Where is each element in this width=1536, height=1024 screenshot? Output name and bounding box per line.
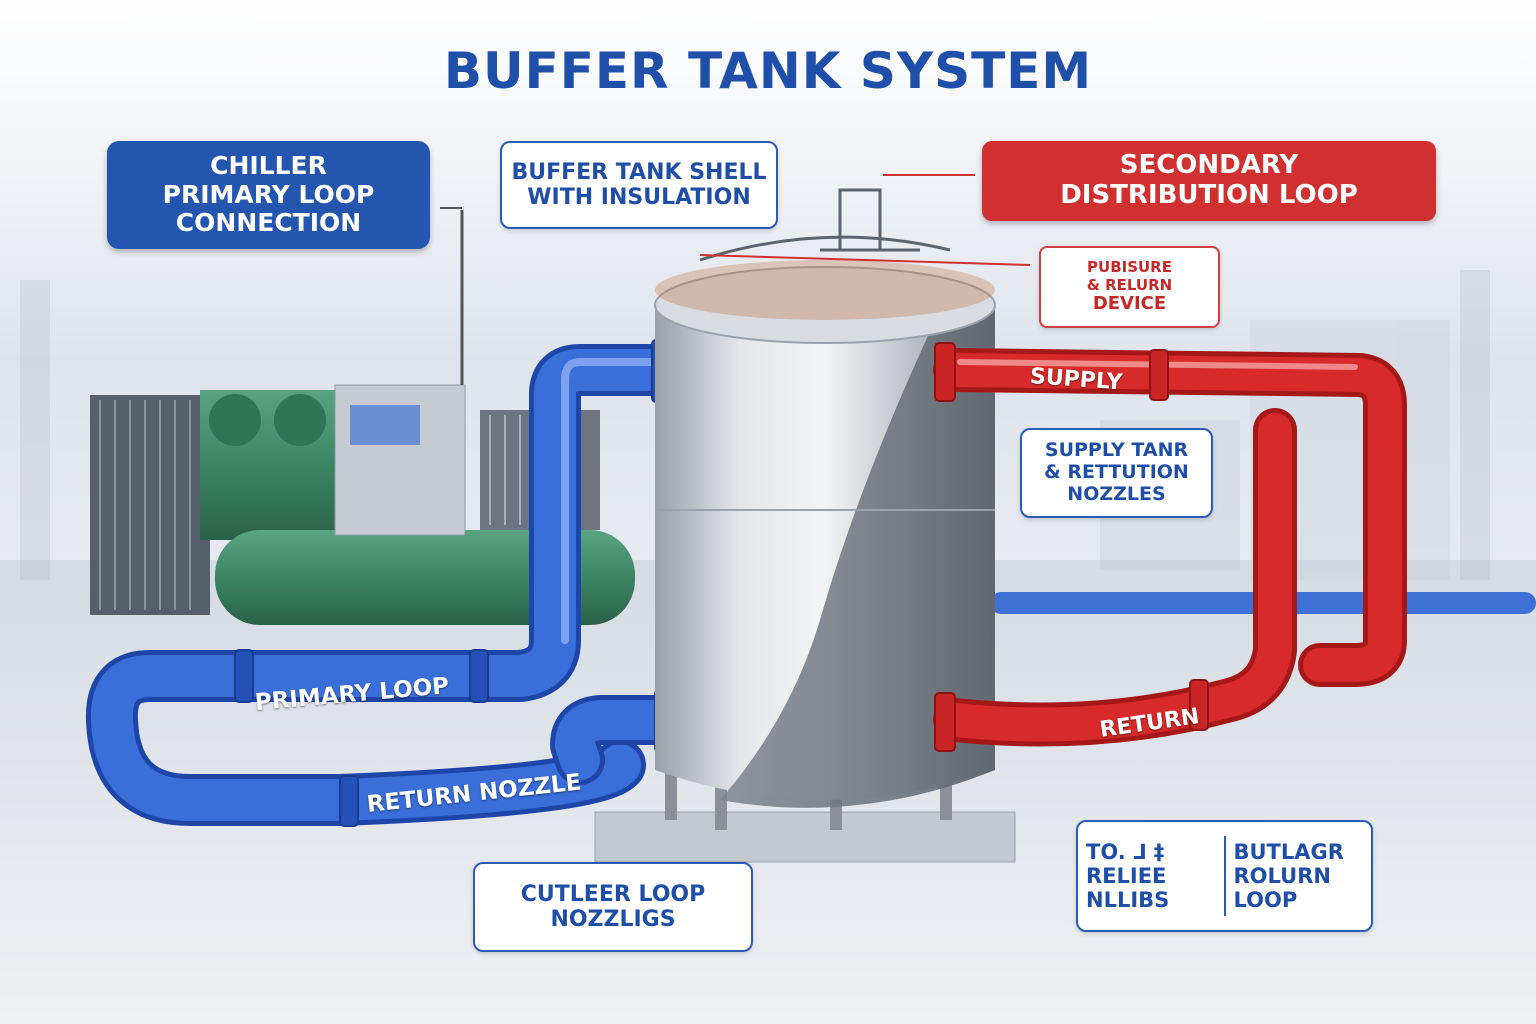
- callout-line: LOOP: [1233, 888, 1298, 913]
- buffer-tank: [594, 188, 1016, 863]
- relief-column: TO. ⅃ ‡ RELIEE NLLIBS: [1078, 822, 1224, 930]
- callout-line: & RELURN: [1086, 275, 1173, 294]
- callout-line: NOZZLES: [1067, 482, 1166, 505]
- chiller-primary-loop-callout: CHILLER PRIMARY LOOP CONNECTION: [107, 141, 430, 249]
- callout-line: WITH INSULATION: [527, 185, 751, 210]
- callout-line: SUPPLY TANR: [1044, 439, 1189, 462]
- page-title: BUFFER TANK SYSTEM: [443, 42, 1093, 100]
- leader-lines: [699, 174, 1031, 266]
- callout-line: NOZZLIGS: [550, 907, 676, 932]
- callout-line: PUBISURE: [1087, 258, 1172, 277]
- callout-line: & RETTUTION: [1044, 461, 1189, 484]
- callout-line: ROLURN: [1233, 863, 1331, 888]
- supply-return-nozzles-callout: SUPPLY TANR & RETTUTION NOZZLES: [1020, 428, 1213, 518]
- secondary-distribution-loop-callout: SECONDARY DISTRIBUTION LOOP: [982, 141, 1436, 221]
- callout-line: CONNECTION: [175, 208, 362, 238]
- buffer-tank-shell-callout: BUFFER TANK SHELL WITH INSULATION: [500, 141, 778, 229]
- callout-line: DISTRIBUTION LOOP: [1060, 180, 1358, 210]
- callout-divider: [1223, 836, 1226, 916]
- callout-line: BUTLAGR: [1233, 839, 1344, 864]
- outlet-loop-nozzles-callout: CUTLEER LOOP NOZZLIGS: [473, 862, 753, 952]
- tank-top-platform: [699, 188, 951, 262]
- callout-line: TO. ⅃ ‡: [1086, 839, 1165, 864]
- callout-line: PRIMARY LOOP: [162, 179, 375, 209]
- callout-line: BUFFER TANK SHELL: [511, 159, 767, 185]
- callout-line: CUTLEER LOOP: [520, 881, 706, 907]
- primary-loop-pipe: [85, 344, 685, 826]
- callout-line: SECONDARY: [1119, 150, 1299, 181]
- relief-return-loop-callout: TO. ⅃ ‡ RELIEE NLLIBS BUTLAGR ROLURN LOO…: [1076, 820, 1373, 932]
- secondary-loop-flanges: [934, 342, 1209, 752]
- callout-line: RELIEE: [1086, 863, 1167, 888]
- return-loop-column: BUTLAGR ROLURN LOOP: [1226, 822, 1372, 930]
- callout-line: CHILLER: [210, 150, 327, 180]
- pressure-relief-device-callout: PUBISURE & RELURN DEVICE: [1039, 246, 1220, 328]
- callout-line: NLLIBS: [1086, 888, 1170, 913]
- callout-line: DEVICE: [1092, 292, 1167, 314]
